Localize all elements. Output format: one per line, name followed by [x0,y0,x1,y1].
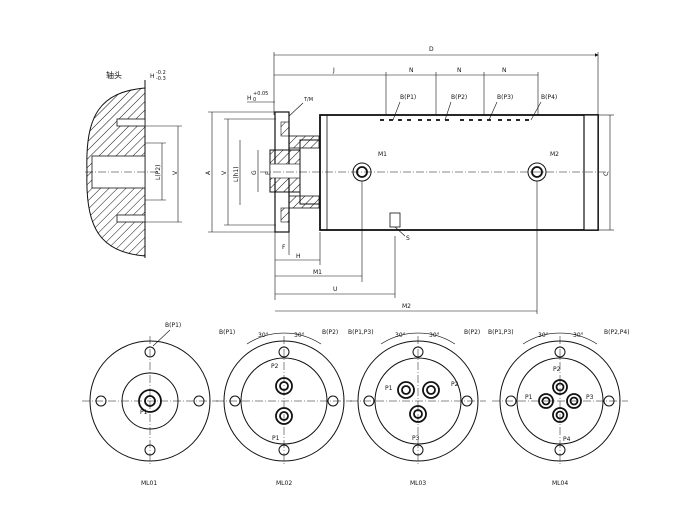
shaft-tol-base: H [150,73,155,80]
shaft-head-detail: 轴头 H -0.2 -0.3 L(P2) V [85,70,182,258]
dim-N-1: N [409,67,414,74]
marker-M1: M1 [378,151,387,158]
ml04-label-0: B(P1,P3) [488,329,514,336]
shaft-tol-lower: -0.3 [156,76,166,82]
port-fittings [380,101,542,121]
ml03-port-1: P2 [451,381,459,388]
dim-V-main: V [221,170,228,175]
view-ml02: B(P1) 30° 30° B(P2) P2 P1 ML02 [216,329,352,487]
ml01-code: ML01 [141,480,157,487]
ml01-label-0: B(P1) [165,322,181,329]
ml02-label-2: 30° [294,332,305,339]
dim-V-left: V [172,170,179,175]
end-cap [583,114,599,231]
ml03-label-2: 30° [429,332,440,339]
ml02-code: ML02 [276,480,292,487]
drain-plug [389,212,401,228]
dim-M2: M2 [402,303,411,310]
view-ml03: B(P1,P3) 30° 30° B(P2) P1 P2 P3 ML03 [348,329,486,487]
dim-E: E [265,171,272,175]
ml04-label-1: 30° [538,332,549,339]
dim-A: A [205,170,212,175]
ml02-label-3: B(P2) [322,329,338,336]
ml04-label-2: 30° [573,332,584,339]
port-label-P3: B(P3) [497,94,513,101]
port-label-P2: B(P2) [451,94,467,101]
dim-J: J [332,67,335,74]
dim-H: H [296,253,301,260]
dim-D: D [429,46,434,53]
ml04-port-2: P3 [586,394,594,401]
m2-port-inner [531,166,543,178]
dim-C: C [603,172,610,176]
ml02-label-0: B(P1) [219,329,235,336]
dim-L-P2: L(P2) [155,165,162,180]
dim-M1: M1 [313,269,322,276]
ml03-port-0: P1 [385,385,393,392]
fit-tol-upper: +0.05 [253,91,268,97]
ml03-code: ML03 [410,480,426,487]
shaft-head-label: 轴头 [106,70,122,80]
ml04-code: ML04 [552,480,568,487]
ml04-port-1: P1 [525,394,533,401]
port-label-P4: B(P4) [541,94,557,101]
fit-tol-base: H [247,95,252,102]
shaft-tol-upper: -0.2 [156,70,166,76]
thread-label: T/M [303,97,313,103]
dim-S: S [406,235,410,242]
view-ml04: B(P1,P3) 30° 30° B(P2,P4) P2 P1 P3 P4 ML… [488,329,630,487]
view-ml01: B(P1) P1 ML01 [82,322,218,487]
ml02-port-0: P2 [271,363,279,370]
ml03-label-3: B(P2) [464,329,480,336]
ml03-label-1: 30° [395,332,406,339]
shaft-bolt-hole-top [116,118,146,127]
dim-N-3: N [502,67,507,74]
main-assembly: D J N N N B(P1) B(P2) B(P3) B(P4) H +0.0… [205,46,614,314]
port-label-P1: B(P1) [400,94,416,101]
ml04-label-3: B(P2,P4) [604,329,630,336]
marker-M2: M2 [550,151,559,158]
dim-L-h1: L(h1) [233,166,240,182]
ml02-port-1: P1 [272,435,280,442]
m1-port-inner [356,166,368,178]
ml04-port-3: P4 [563,436,571,443]
dim-G: G [251,170,258,175]
ml03-label-0: B(P1,P3) [348,329,374,336]
shaft-bolt-hole-bottom [116,214,146,223]
ml02-label-1: 30° [258,332,269,339]
ml04-port-0: P2 [553,366,561,373]
fit-tol-lower: 0 [253,97,256,103]
dim-N-2: N [457,67,462,74]
ml03-port-2: P3 [412,435,420,442]
dim-F: F [282,244,286,251]
ml01-port-0: P1 [140,409,148,416]
dim-U: U [333,286,337,293]
